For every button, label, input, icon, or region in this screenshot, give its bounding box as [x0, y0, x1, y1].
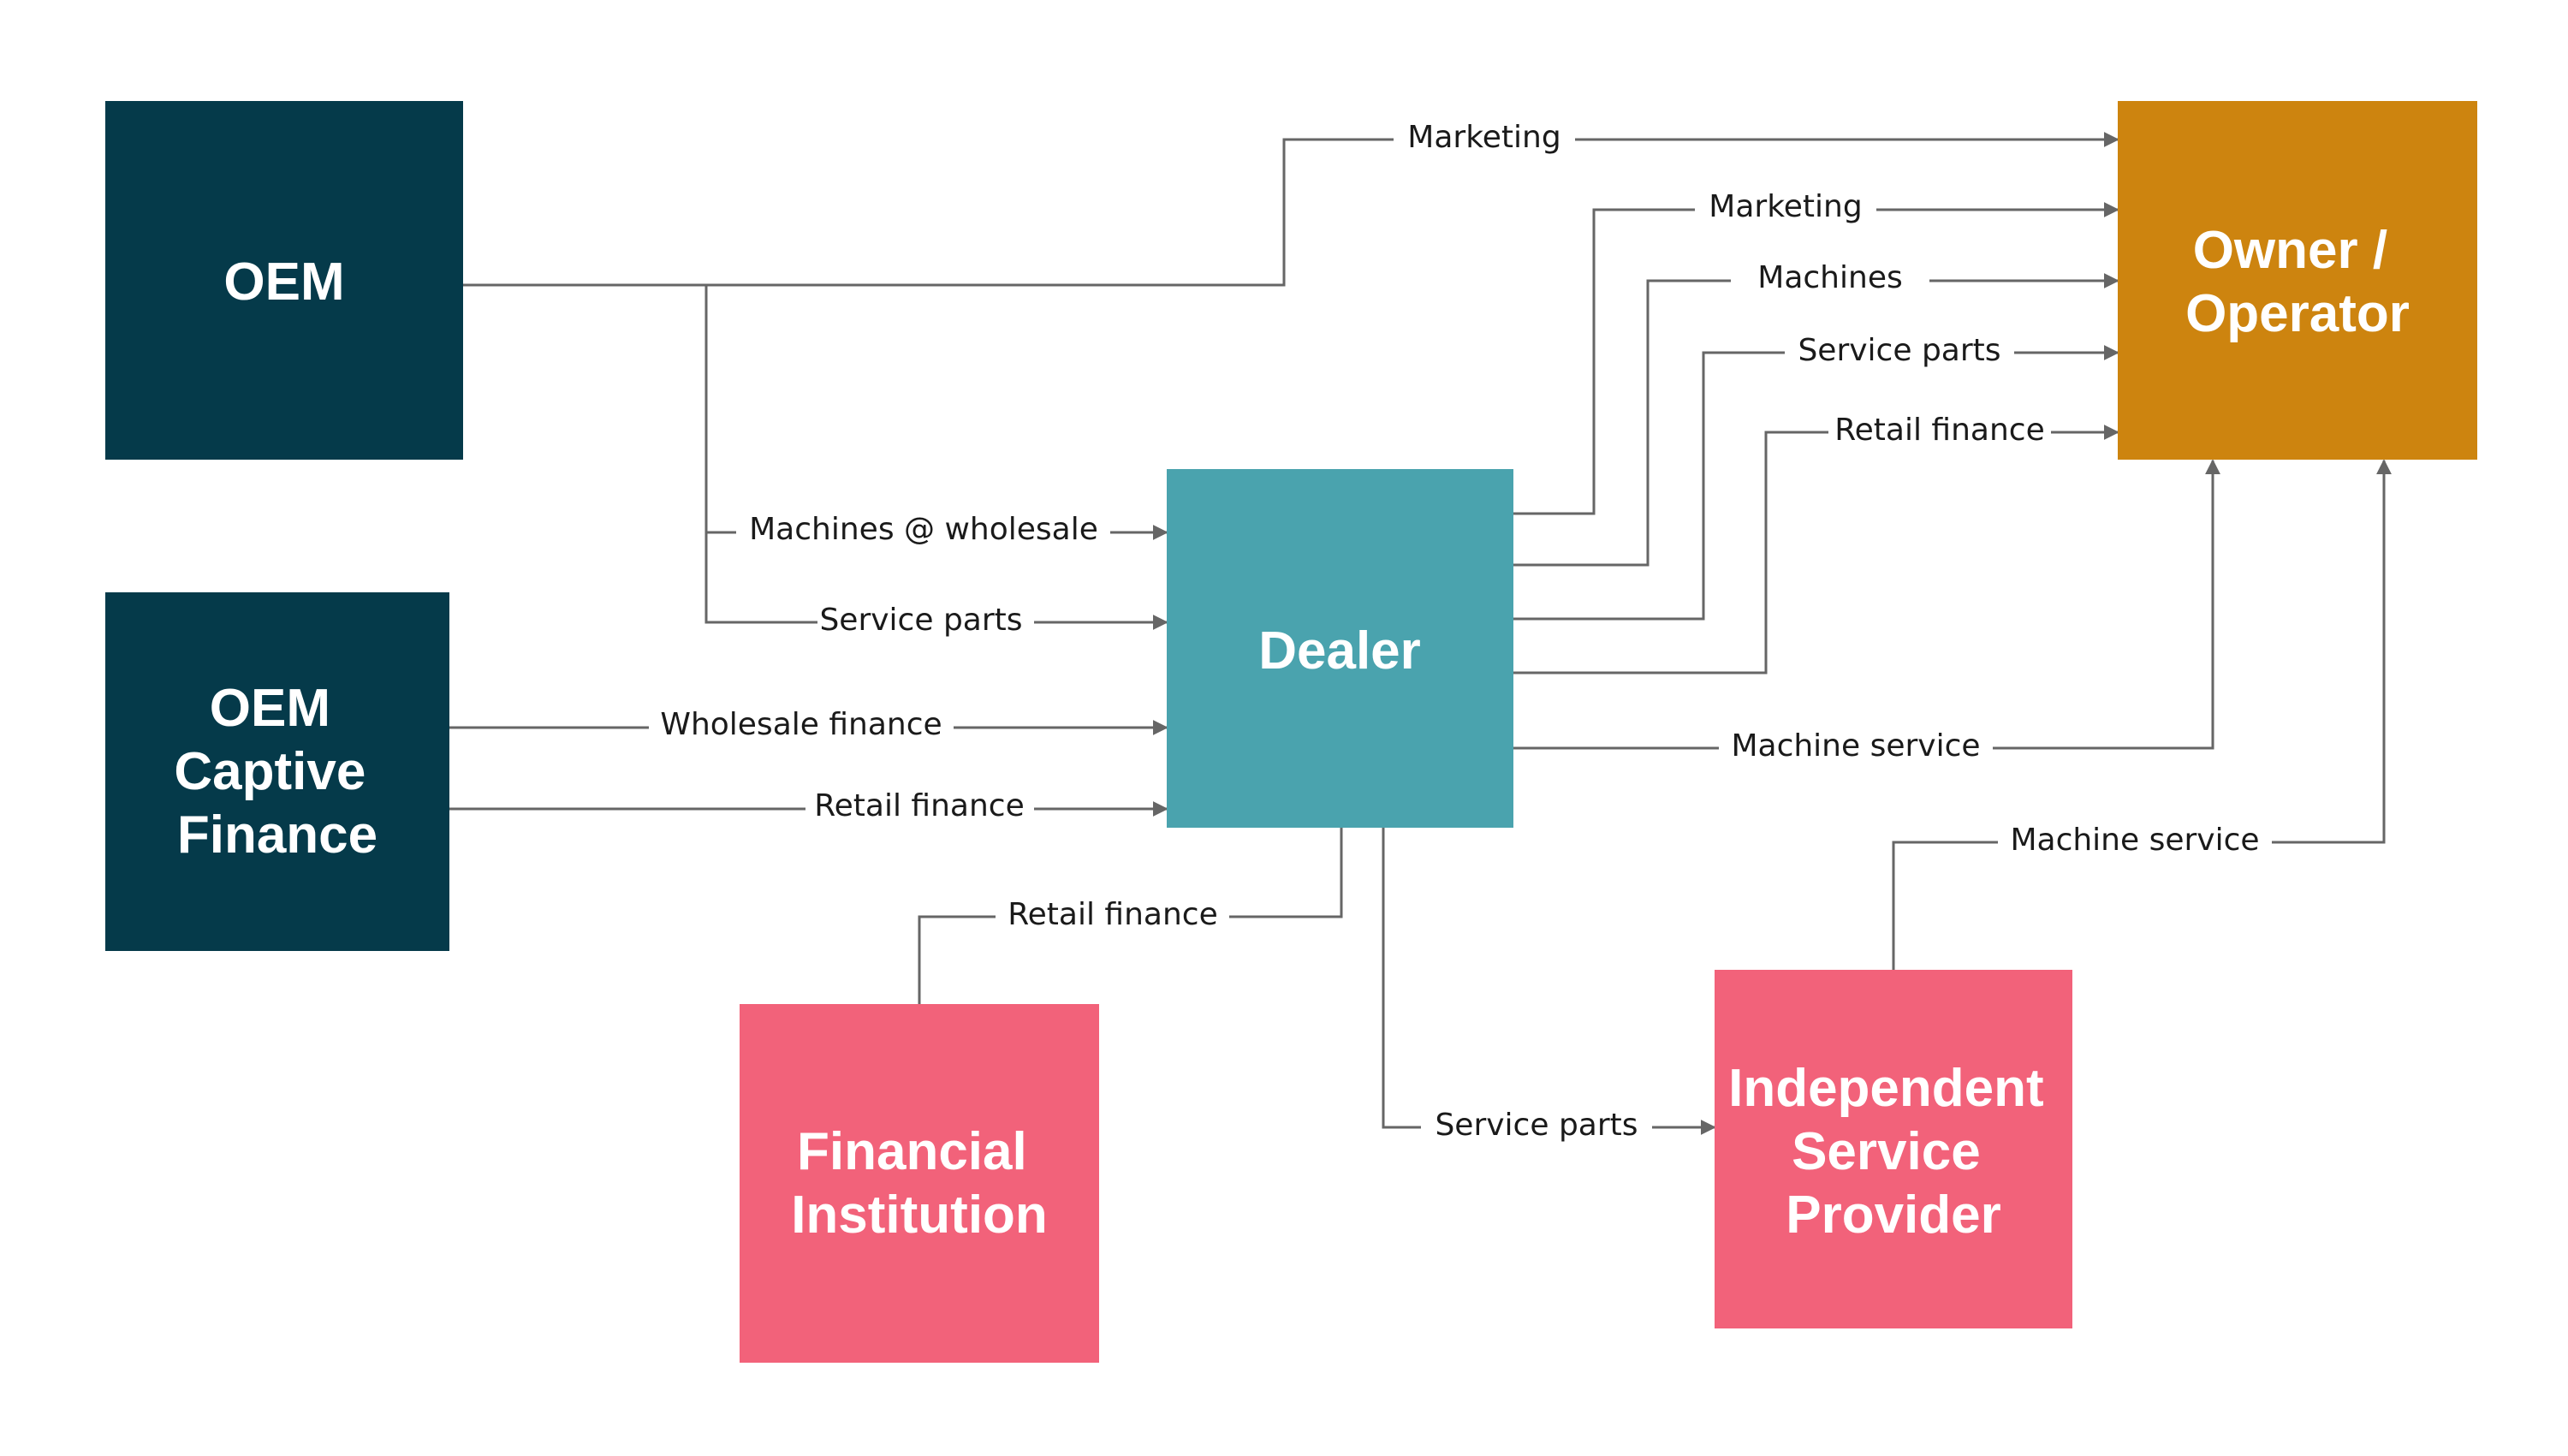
node-financial-institution-line: Financial [797, 1122, 1027, 1181]
node-captive-finance: OEM Captive Finance [105, 592, 449, 951]
node-captive-finance-box [105, 592, 449, 951]
edge-label-isp-machine-service: Machine service [2010, 823, 2259, 858]
connector-dealer-isp-service-parts [1382, 828, 1421, 1129]
connector-dealer-retail-finance [1513, 431, 1828, 675]
edge-label-captive-retail-finance: Retail finance [814, 788, 1024, 823]
node-independent-service-provider: Independent Service Provider [1715, 970, 2072, 1328]
edge-label-oem-machines-wholesale: Machines @ wholesale [749, 512, 1098, 547]
edge-label-captive-wholesale-finance: Wholesale finance [660, 707, 942, 742]
edge-label-oem-service-parts: Service parts [819, 603, 1022, 638]
connector-dealer-machines [1513, 279, 1731, 567]
node-independent-service-provider-line: Independent [1728, 1059, 2044, 1118]
edge-labels: Marketing Marketing Machines Service par… [660, 120, 2259, 1143]
node-financial-institution: Financial Institution [740, 1004, 1099, 1363]
node-captive-finance-line: Captive [174, 742, 366, 801]
connector-isp-machine-service-arrow [2272, 459, 2392, 844]
node-financial-institution-line: Institution [791, 1186, 1048, 1245]
edge-label-fi-retail-finance: Retail finance [1008, 897, 1217, 932]
node-independent-service-provider-box [1715, 970, 2072, 1328]
edge-label-dealer-isp-service-parts: Service parts [1435, 1108, 1638, 1143]
node-owner-operator-line: Owner / [2193, 221, 2387, 280]
edge-label-dealer-machines: Machines [1757, 260, 1902, 295]
node-financial-institution-box [740, 1004, 1099, 1363]
node-owner-operator: Owner / Operator [2118, 101, 2477, 460]
connectors [449, 132, 2392, 1135]
node-independent-service-provider-label: Independent Service Provider [1728, 1059, 2059, 1245]
node-oem-label: OEM [223, 253, 344, 312]
connector-fi-retail-finance [1229, 828, 1343, 918]
node-oem-box [105, 101, 463, 460]
connector-fi-retail-finance-left [918, 915, 996, 1004]
node-captive-finance-line: OEM [210, 679, 330, 738]
edge-label-dealer-marketing: Marketing [1709, 189, 1862, 224]
node-captive-finance-line: Finance [177, 805, 377, 865]
node-independent-service-provider-line: Service [1792, 1122, 1981, 1181]
edge-label-dealer-service-parts: Service parts [1798, 333, 2000, 368]
connector-isp-machine-service [1892, 841, 1998, 970]
node-captive-finance-label: OEM Captive Finance [174, 679, 380, 865]
connector-dealer-service-parts [1513, 351, 1785, 621]
connector-dealer-machine-service-arrow [1993, 459, 2220, 750]
node-owner-operator-label: Owner / Operator [2185, 221, 2410, 343]
node-dealer-label: Dealer [1258, 621, 1421, 680]
edge-label-dealer-retail-finance: Retail finance [1834, 413, 2044, 448]
edge-label-oem-marketing: Marketing [1407, 120, 1560, 155]
connector-oem-marketing [463, 138, 1394, 287]
node-financial-institution-label: Financial Institution [791, 1122, 1048, 1245]
node-dealer: Dealer [1167, 469, 1513, 828]
connector-dealer-marketing [1513, 208, 1695, 515]
node-dealer-box [1167, 469, 1513, 828]
node-owner-operator-box [2118, 101, 2477, 460]
node-independent-service-provider-line: Provider [1786, 1186, 2001, 1245]
node-dealer-line: Dealer [1258, 621, 1421, 680]
node-oem: OEM [105, 101, 463, 460]
edge-label-dealer-machine-service: Machine service [1731, 728, 1980, 764]
node-owner-operator-line: Operator [2185, 284, 2410, 343]
node-oem-line: OEM [223, 253, 344, 312]
connector-oem-branch [704, 285, 817, 624]
